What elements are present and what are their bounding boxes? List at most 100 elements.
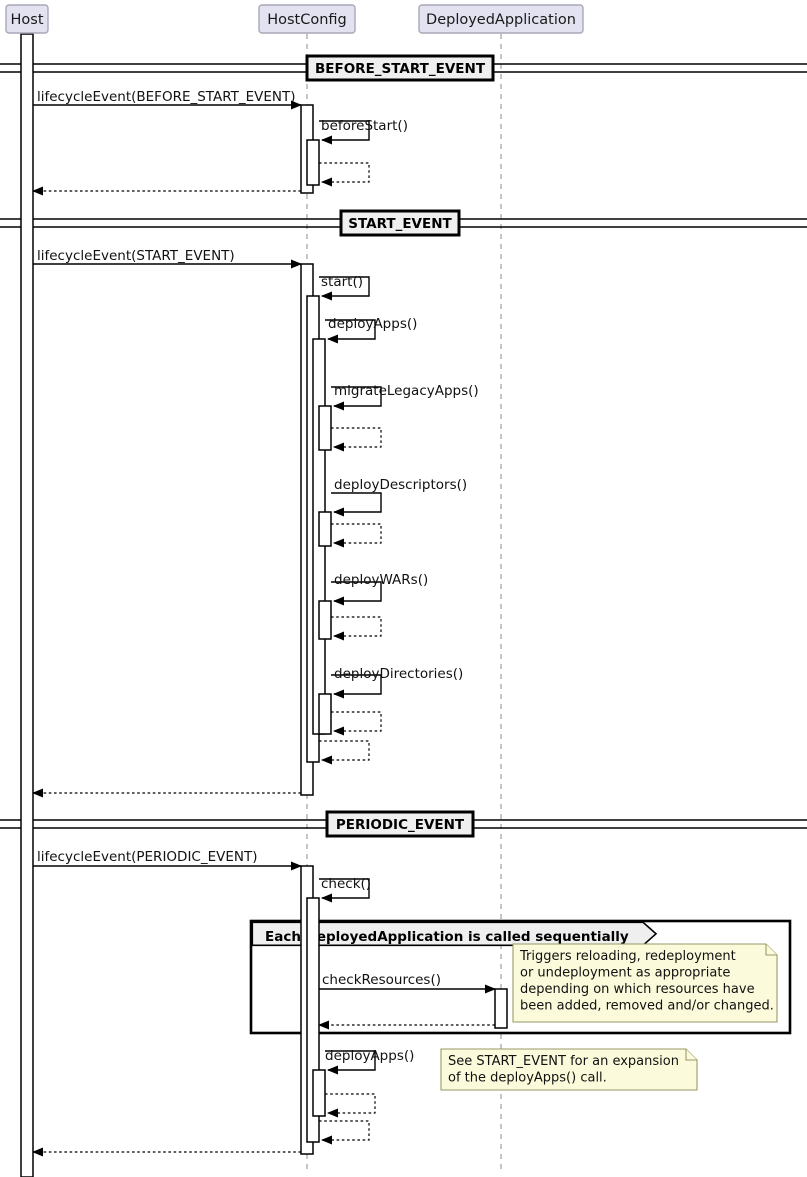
note-body [440, 1048, 698, 1091]
divider-start: START_EVENT [0, 209, 807, 237]
participant-box[interactable] [418, 4, 584, 34]
message-m23 [325, 1093, 376, 1118]
notes-layer: Triggers reloading, redeployment or undep… [440, 943, 778, 1091]
message-label: migrateLegacyApps() [334, 383, 479, 399]
note-line: See START_EVENT for an expansion [448, 1054, 679, 1069]
message-label: deployApps() [328, 316, 417, 332]
message-arrow [325, 1093, 376, 1118]
group-label: Each DeployedApplication is called seque… [265, 929, 629, 945]
note-line: Triggers reloading, redeployment [519, 949, 736, 964]
message-arrow [331, 427, 382, 452]
message-m11 [331, 523, 382, 548]
message-m19: check() [319, 876, 371, 903]
divider-box [325, 810, 475, 838]
divider-label: PERIODIC_EVENT [336, 817, 465, 833]
message-m22: deployApps() [325, 1048, 414, 1075]
message-arrow [319, 120, 370, 145]
message-label: check() [321, 876, 371, 892]
lifelines-layer [26, 34, 502, 1170]
divider-label: START_EVENT [348, 216, 452, 232]
message-label: deployWARs() [334, 572, 428, 588]
message-arrow [319, 1120, 370, 1145]
message-m1: lifecycleEvent(BEFORE_START_EVENT) [33, 89, 302, 110]
message-arrow [319, 878, 370, 903]
message-label: lifecycleEvent(PERIODIC_EVENT) [37, 849, 258, 865]
message-label: deployDescriptors() [334, 477, 467, 493]
message-arrow [331, 674, 382, 699]
activations-layer [20, 33, 508, 1177]
participant-label: HostConfig [267, 12, 347, 28]
message-arrow [331, 711, 382, 736]
message-m24 [319, 1120, 370, 1145]
message-label: beforeStart() [321, 118, 408, 134]
message-arrow [319, 276, 370, 301]
note-line: of the deployApps() call. [448, 1071, 607, 1086]
activation-bar [318, 600, 332, 640]
message-m12: deployWARs() [331, 572, 428, 606]
activation-bar [312, 1069, 326, 1117]
message-m20: checkResources() [319, 972, 496, 994]
activation-bar [318, 405, 332, 451]
message-m18: lifecycleEvent(PERIODIC_EVENT) [33, 849, 302, 871]
participant-box[interactable] [5, 4, 49, 34]
participant-config[interactable]: HostConfig [258, 4, 356, 34]
divider-box [305, 54, 495, 82]
participant-heads-layer: Host HostConfig DeployedApplication [5, 4, 584, 34]
message-m16 [319, 740, 370, 765]
message-label: deployApps() [325, 1048, 414, 1064]
message-arrow [331, 492, 382, 517]
group-each-deployed-application: Each DeployedApplication is called seque… [249, 919, 792, 1035]
note-line: been added, removed and/or changed. [520, 999, 774, 1014]
participant-host[interactable]: Host [5, 4, 49, 34]
activation-bar [318, 511, 332, 547]
message-label: start() [321, 274, 363, 290]
activation-bar [494, 988, 508, 1029]
message-label: deployDirectories() [334, 666, 463, 682]
activation-bar [318, 693, 332, 735]
message-m2: beforeStart() [319, 118, 408, 145]
message-m15 [331, 711, 382, 736]
message-m10: deployDescriptors() [331, 477, 467, 517]
message-arrow [331, 616, 382, 641]
note-note-check-resources: Triggers reloading, redeployment or undep… [512, 943, 778, 1023]
message-m5: lifecycleEvent(START_EVENT) [33, 248, 302, 269]
message-label: lifecycleEvent(START_EVENT) [37, 248, 235, 264]
group-frame [249, 919, 792, 1035]
message-m13 [331, 616, 382, 641]
message-arrow [331, 386, 382, 411]
note-line: depending on which resources have [520, 982, 755, 997]
participant-label: Host [10, 12, 43, 28]
activation-bar [306, 139, 320, 186]
message-m3 [319, 162, 370, 187]
message-m14: deployDirectories() [331, 666, 463, 699]
message-label: lifecycleEvent(BEFORE_START_EVENT) [37, 89, 296, 105]
message-arrow [331, 523, 382, 548]
group-tab [251, 921, 658, 947]
divider-before-start: BEFORE_START_EVENT [0, 54, 807, 82]
note-fold-corner [685, 1049, 697, 1061]
note-fold-corner [765, 944, 777, 956]
message-arrow [325, 319, 376, 344]
note-body [512, 943, 778, 1023]
divider-periodic: PERIODIC_EVENT [0, 810, 807, 838]
note-note-deploy-apps: See START_EVENT for an expansion of the d… [440, 1048, 698, 1091]
message-m7: deployApps() [325, 316, 417, 344]
message-m6: start() [319, 274, 370, 301]
message-arrow [319, 740, 370, 765]
groups-layer: Each DeployedApplication is called seque… [249, 919, 792, 1035]
message-label: checkResources() [322, 972, 441, 988]
message-m9 [331, 427, 382, 452]
divider-label: BEFORE_START_EVENT [315, 61, 486, 77]
message-m8: migrateLegacyApps() [331, 383, 479, 411]
dividers-layer: BEFORE_START_EVENT START_EVENT PERIODIC_EV… [0, 54, 807, 838]
messages-layer: lifecycleEvent(BEFORE_START_EVENT)before… [32, 89, 496, 1157]
participant-box[interactable] [258, 4, 356, 34]
activation-bar [20, 33, 34, 1177]
note-line: or undeployment as appropriate [520, 966, 730, 981]
divider-box [339, 209, 461, 237]
message-arrow [319, 162, 370, 187]
message-arrow [331, 581, 382, 606]
participant-deploy[interactable]: DeployedApplication [418, 4, 584, 34]
message-arrow [325, 1050, 376, 1075]
